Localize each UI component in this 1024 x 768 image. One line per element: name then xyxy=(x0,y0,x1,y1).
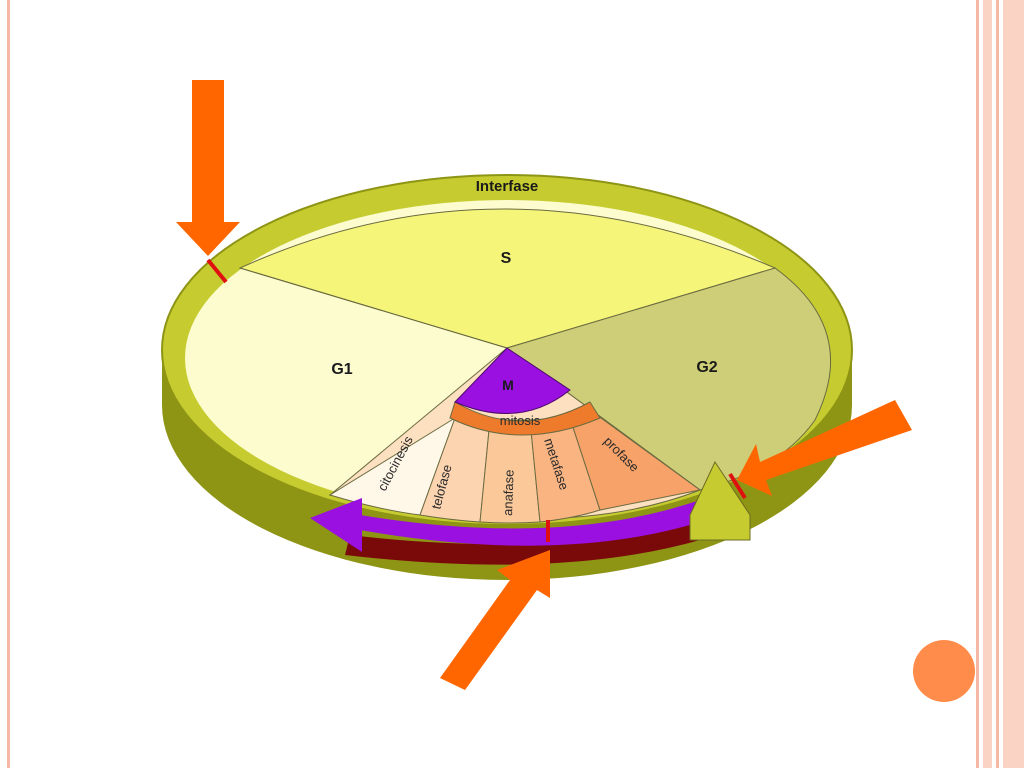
interfase-label: Interfase xyxy=(476,178,539,195)
wedge-profase xyxy=(569,409,702,511)
mitosis-arrowhead xyxy=(310,498,362,552)
wedge-citocinesis xyxy=(328,416,456,516)
mitosis-base xyxy=(345,515,700,565)
m-label: M xyxy=(502,377,514,393)
s-label: S xyxy=(501,250,512,267)
s-sector xyxy=(238,208,777,349)
g1-divider xyxy=(239,267,508,349)
m-sector xyxy=(454,347,571,415)
mitosis-label: mitosis xyxy=(500,413,541,428)
arrow-left xyxy=(737,400,912,496)
g2-label: G2 xyxy=(696,359,717,376)
mitosis-arc xyxy=(360,500,700,546)
anafase-label: anafase xyxy=(500,469,517,516)
marker-g2-end xyxy=(728,472,747,500)
marker-g1-start xyxy=(206,258,228,284)
g1-label: G1 xyxy=(331,361,352,378)
slide-frame-left-line xyxy=(7,0,10,768)
arrow-up xyxy=(440,550,550,690)
slide-frame-right-stripes xyxy=(976,0,1024,768)
mitosis-band xyxy=(449,401,601,436)
decorative-orange-circle xyxy=(913,640,975,702)
arrow-down xyxy=(176,80,240,256)
interfase-arrowhead xyxy=(689,460,751,541)
